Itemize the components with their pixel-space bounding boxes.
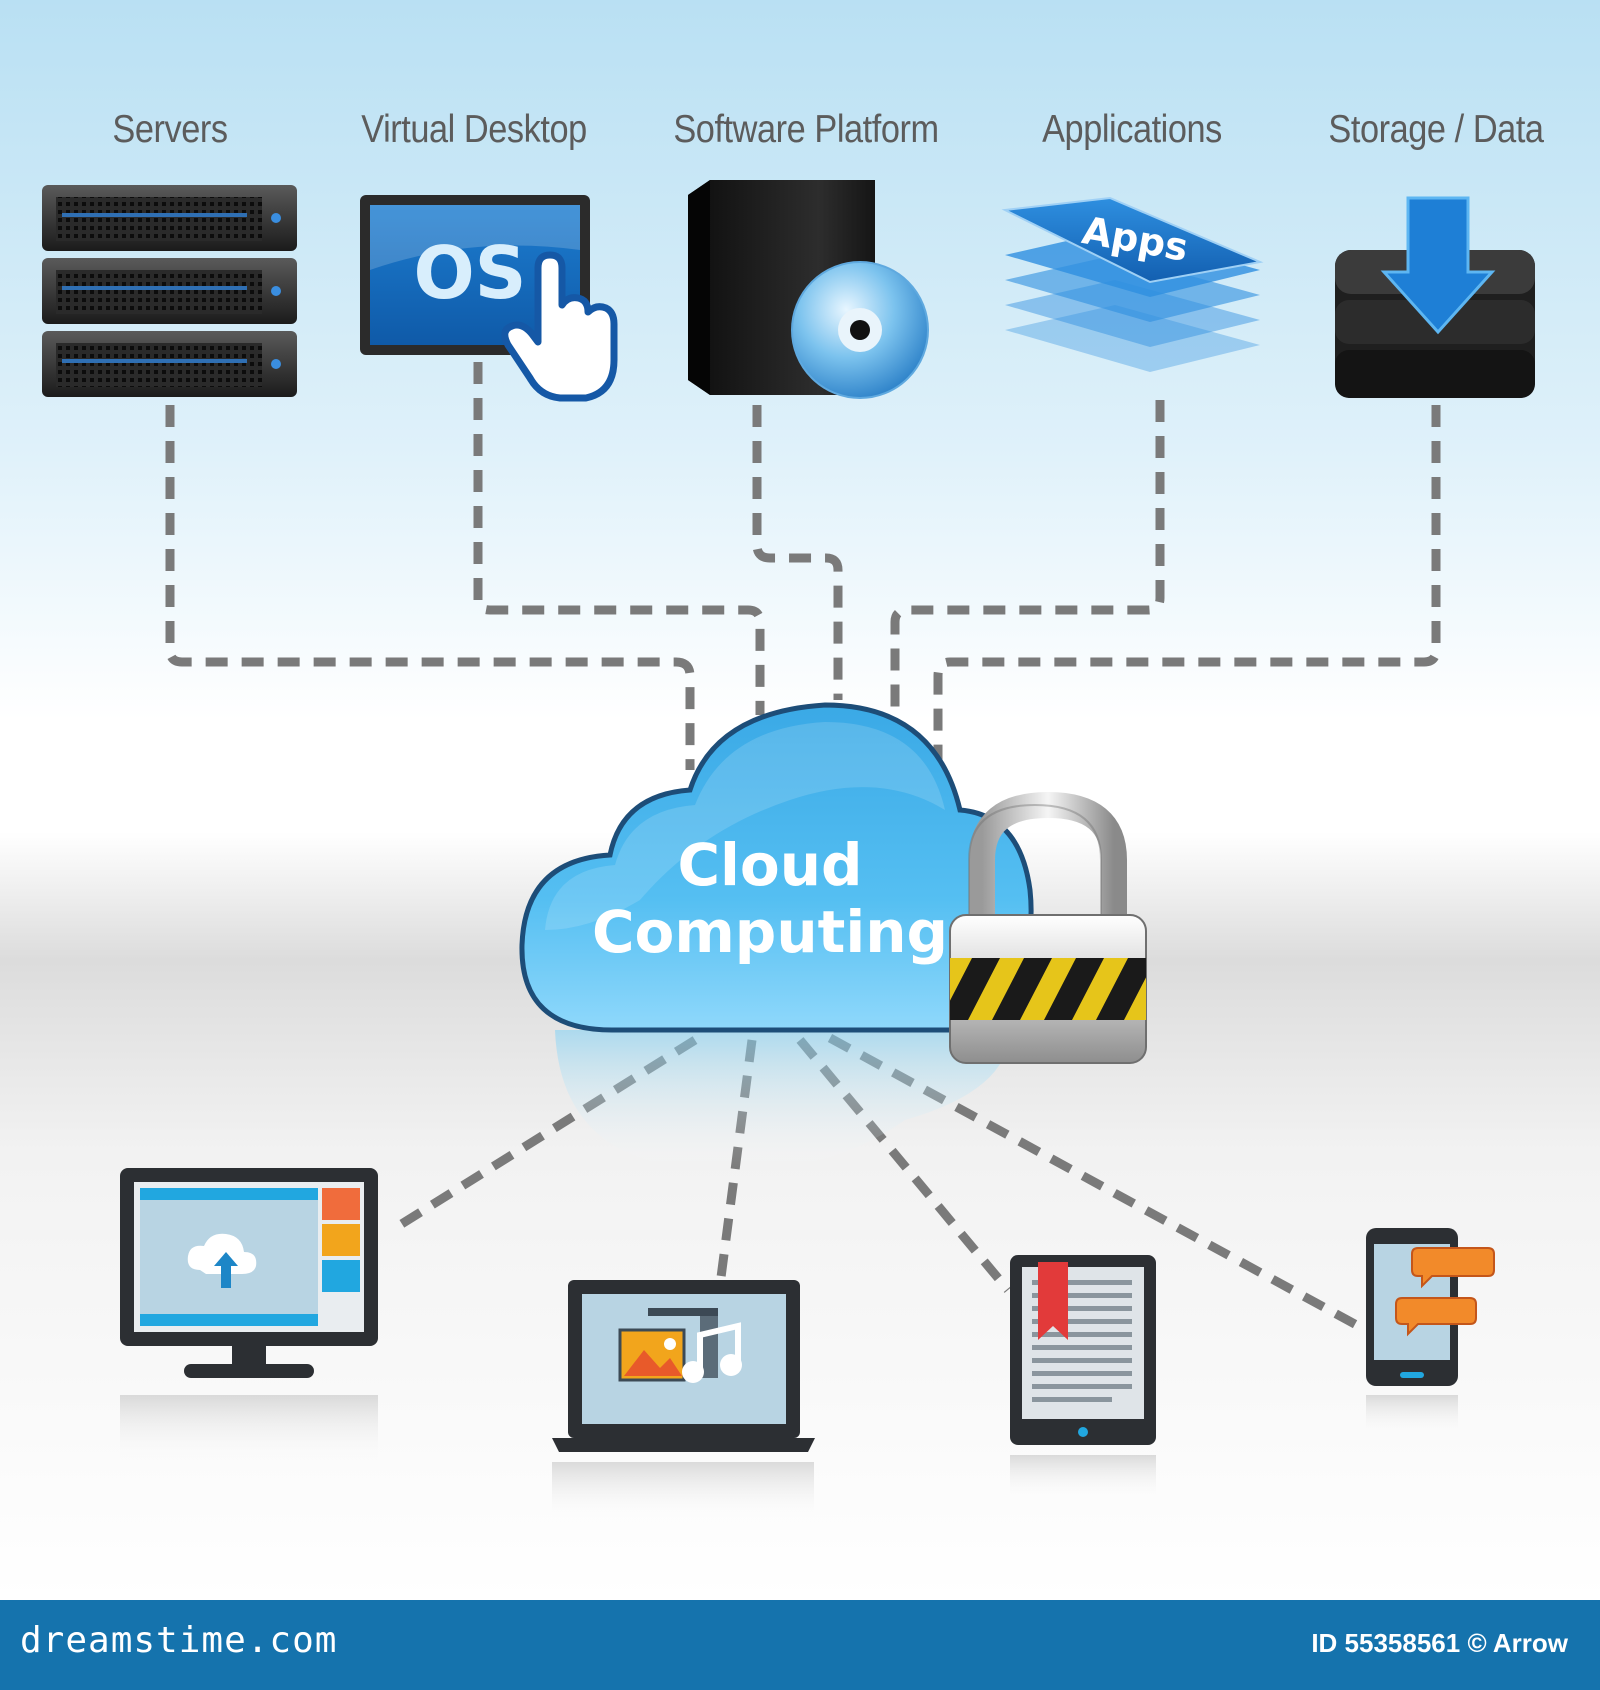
label-virtual-desktop: Virtual Desktop — [361, 108, 587, 151]
ebook-reader-icon — [1010, 1255, 1156, 1445]
connector-applications — [890, 400, 1165, 715]
connector-software — [752, 405, 843, 700]
padlock-icon — [949, 791, 1147, 1064]
cloud-computing-diagram: OS Apps Cloud Computing — [0, 0, 1600, 1600]
label-applications: Applications — [1042, 108, 1222, 151]
software-box-disc-icon — [688, 180, 929, 399]
label-software-platform: Software Platform — [673, 108, 939, 151]
footer-site-logo: dreamstime.com — [20, 1620, 338, 1661]
storage-download-icon — [1335, 196, 1535, 398]
label-storage-data: Storage / Data — [1328, 108, 1544, 151]
desktop-monitor-icon — [120, 1168, 378, 1378]
connector-servers — [165, 405, 695, 770]
ebook-reflection — [1010, 1455, 1156, 1500]
footer-image-id: ID 55358561 © Arrow — [1311, 1628, 1568, 1658]
diagram-canvas: OS Apps Cloud Computing — [42, 180, 1535, 1522]
laptop-icon — [552, 1280, 815, 1452]
cloud-shape — [519, 702, 1034, 1033]
os-label: OS — [413, 231, 526, 315]
smartphone-reflection — [1366, 1395, 1458, 1435]
os-touchscreen-icon: OS — [360, 195, 618, 402]
server-rack-icon — [42, 185, 297, 397]
connector-storage — [933, 405, 1441, 770]
label-servers: Servers — [112, 108, 228, 151]
cloud-reflection — [555, 1030, 1010, 1172]
laptop-reflection — [552, 1462, 814, 1522]
smartphone-icon — [1366, 1228, 1495, 1386]
connector-desktop — [389, 1036, 698, 1234]
cloud-title-line2: Computing — [592, 898, 948, 966]
cloud-title-line1: Cloud — [677, 831, 862, 899]
desktop-reflection — [120, 1395, 378, 1465]
footer-bar: dreamstime.com ID 55358561 © Arrow — [0, 1600, 1600, 1690]
apps-layers-icon: Apps — [1001, 196, 1264, 372]
connector-phone — [827, 1034, 1365, 1332]
top-connectors — [165, 362, 1441, 770]
